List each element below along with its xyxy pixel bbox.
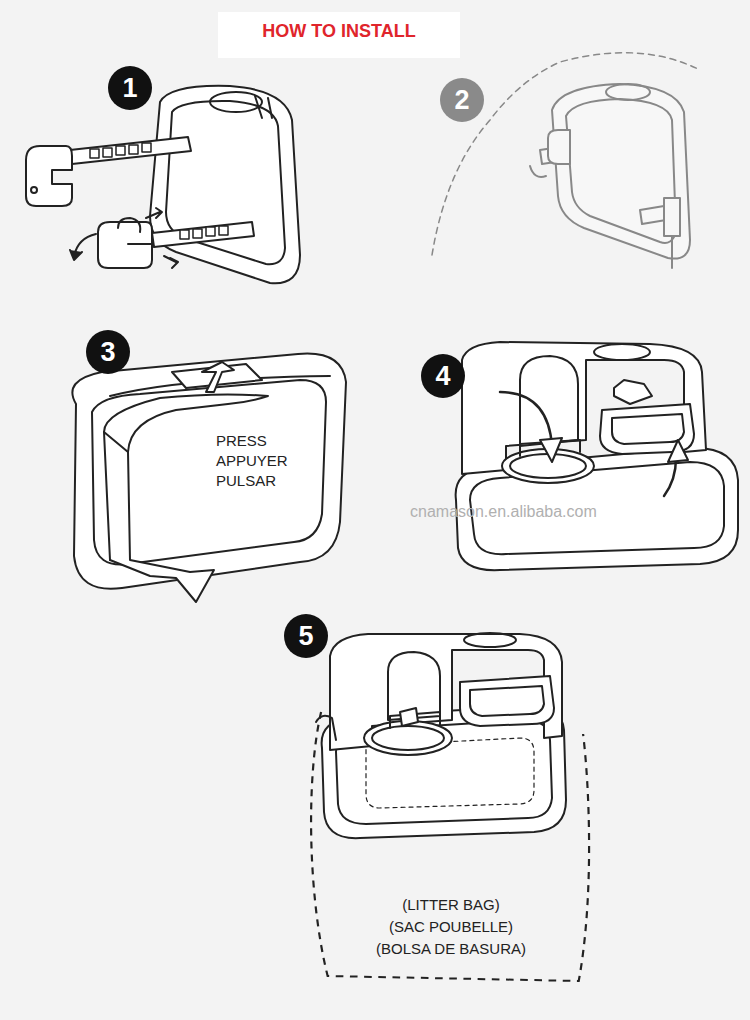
- step-number-text: 1: [122, 75, 137, 102]
- bag-label-line: (LITTER BAG): [308, 894, 594, 916]
- step3-drawing: [72, 354, 346, 602]
- step-number: 2: [440, 78, 484, 122]
- bag-label: (LITTER BAG) (SAC POUBELLE) (BOLSA DE BA…: [308, 894, 594, 960]
- step5-drawing: [316, 633, 566, 838]
- step1-drawing: [26, 86, 300, 283]
- step-number: 1: [108, 66, 152, 110]
- step-number-text: 2: [454, 87, 469, 114]
- step-number: 5: [284, 614, 328, 658]
- press-label: PRESS: [216, 432, 267, 449]
- bag-label-line: (BOLSA DE BASURA): [308, 938, 594, 960]
- bag-label-line: (SAC POUBELLE): [308, 916, 594, 938]
- step-number: 3: [86, 330, 130, 374]
- title-box: HOW TO INSTALL: [218, 12, 460, 58]
- title: HOW TO INSTALL: [218, 12, 460, 42]
- watermark: cnamason.en.alibaba.com: [410, 503, 597, 521]
- step-number-text: 5: [298, 623, 313, 650]
- step-number-text: 3: [100, 339, 115, 366]
- step-number: 4: [421, 354, 465, 398]
- step4-drawing: [456, 342, 738, 570]
- step2-drawing: [432, 53, 700, 268]
- press-label: PULSAR: [216, 472, 276, 489]
- step-number-text: 4: [435, 363, 450, 390]
- press-label: APPUYER: [216, 452, 288, 469]
- litter-bag: (LITTER BAG) (SAC POUBELLE) (BOLSA DE BA…: [308, 698, 594, 986]
